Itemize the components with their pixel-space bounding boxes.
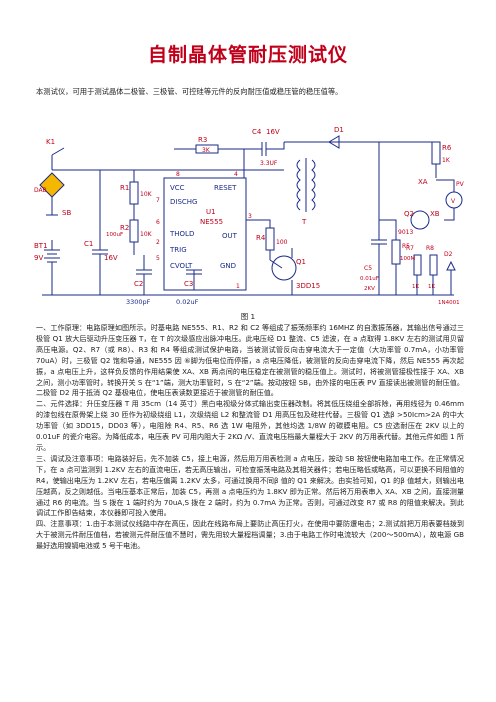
label-pin-8: 8: [176, 171, 180, 178]
pin-vcc: VCC: [170, 184, 185, 192]
label-v: V: [451, 198, 456, 205]
paragraph-precautions: 四、注意事项：1.由于本测试仪线路中存在高压，因此在线路布局上要防止高压打火，在…: [36, 519, 464, 551]
label-t: T: [301, 218, 307, 226]
label-r1-value: 10K: [140, 191, 153, 198]
label-r8: R8: [426, 245, 434, 252]
pin-trig: TRIG: [169, 246, 187, 254]
label-r7: R7: [406, 245, 414, 252]
label-c5: C5: [364, 265, 372, 272]
pin-thold: THOLD: [169, 230, 194, 238]
label-q1-type: 3DD15: [296, 282, 320, 290]
label-q2: Q2: [404, 210, 414, 218]
label-c5-value: 0.01uF: [360, 276, 379, 282]
label-r6: R6: [442, 144, 452, 152]
label-pin-7: 7: [156, 197, 160, 204]
label-c1: C1: [84, 240, 93, 248]
label-bt1: BT1: [34, 242, 48, 250]
article-body: 一、工作原理：电路原理如图所示。时基电路 NE555、R1、R2 和 C2 等组…: [36, 323, 464, 552]
label-q1: Q1: [296, 258, 306, 266]
paragraph-components: 二、元件选择：升压变压器 T 用 35cm（14 英寸）黑白电视级分体式输出变压…: [36, 399, 464, 452]
chip-ne555: NE555: [200, 218, 223, 226]
label-c4-value: 3.3UF: [260, 160, 278, 167]
circuit-schematic: K1 DAB SB BT1 9V C1 100uF 16V R1 10K R2 …: [34, 126, 464, 306]
label-k1: K1: [46, 138, 55, 146]
label-xa: XA: [418, 178, 428, 186]
label-c1-voltage: 16V: [104, 254, 118, 262]
label-pin-2: 2: [156, 239, 160, 246]
label-r4-value: 100: [276, 239, 288, 246]
label-dab: DAB: [34, 187, 47, 194]
label-pin-6: 6: [156, 219, 160, 226]
figure-caption: 图 1: [240, 312, 256, 321]
chip-u1: U1: [206, 208, 216, 216]
label-sb: SB: [62, 209, 71, 217]
label-c2-value: 3300pF: [126, 298, 151, 306]
label-r4: R4: [256, 234, 266, 242]
paragraph-debugging: 三、调试及注意事项：电路装好后，先不加装 C5，接上电源，然后用万用表检测 a …: [36, 453, 465, 518]
label-pv: PV: [456, 181, 464, 188]
label-d1: D1: [334, 126, 344, 134]
pin-gnd: GND: [220, 262, 236, 270]
label-pin-5: 5: [156, 255, 160, 262]
pin-cvolt: CVOLT: [170, 262, 193, 270]
label-r5: R5: [402, 243, 410, 250]
label-pin-1: 1: [236, 283, 240, 290]
label-xb: XB: [430, 210, 440, 218]
label-r6-value: 1K: [442, 157, 451, 164]
page-title: 自制晶体管耐压测试仪: [147, 44, 348, 66]
label-c3: C3: [184, 280, 193, 288]
label-r2: R2: [120, 224, 129, 232]
label-c4-voltage: 16V: [266, 128, 280, 136]
label-q2-type: 9013: [398, 229, 413, 236]
label-pin-4: 4: [234, 171, 238, 178]
label-c3-value: 0.02uF: [176, 298, 199, 306]
label-c4: C4: [252, 128, 262, 136]
label-r2-value: 10K: [140, 231, 153, 238]
label-bt1-voltage: 9V: [34, 254, 43, 262]
pin-out: OUT: [222, 232, 238, 240]
label-pin-3: 3: [248, 213, 252, 220]
pin-reset: RESET: [214, 184, 237, 192]
paragraph-principle: 一、工作原理：电路原理如图所示。时基电路 NE555、R1、R2 和 C2 等组…: [36, 323, 464, 398]
label-r8-value: 1K: [428, 284, 435, 290]
label-r3-value: 3K: [202, 147, 211, 154]
label-c5-voltage: 2KV: [364, 286, 375, 292]
label-r5-value: 100M: [400, 256, 415, 262]
label-d2-type: 1N4001: [438, 300, 460, 306]
label-c1-value: 100uF: [106, 232, 123, 238]
label-r1: R1: [120, 184, 129, 192]
label-c2: C2: [134, 280, 143, 288]
label-r3: R3: [198, 136, 207, 144]
pin-dischg: DISCHG: [170, 198, 197, 206]
label-r7-value: 1K: [412, 284, 419, 290]
intro-paragraph: 本测试仪，可用于测试晶体二极管、三极管、可控硅等元件的反向耐压值或稳压管的稳压值…: [36, 87, 343, 96]
label-d2: D2: [444, 251, 453, 258]
